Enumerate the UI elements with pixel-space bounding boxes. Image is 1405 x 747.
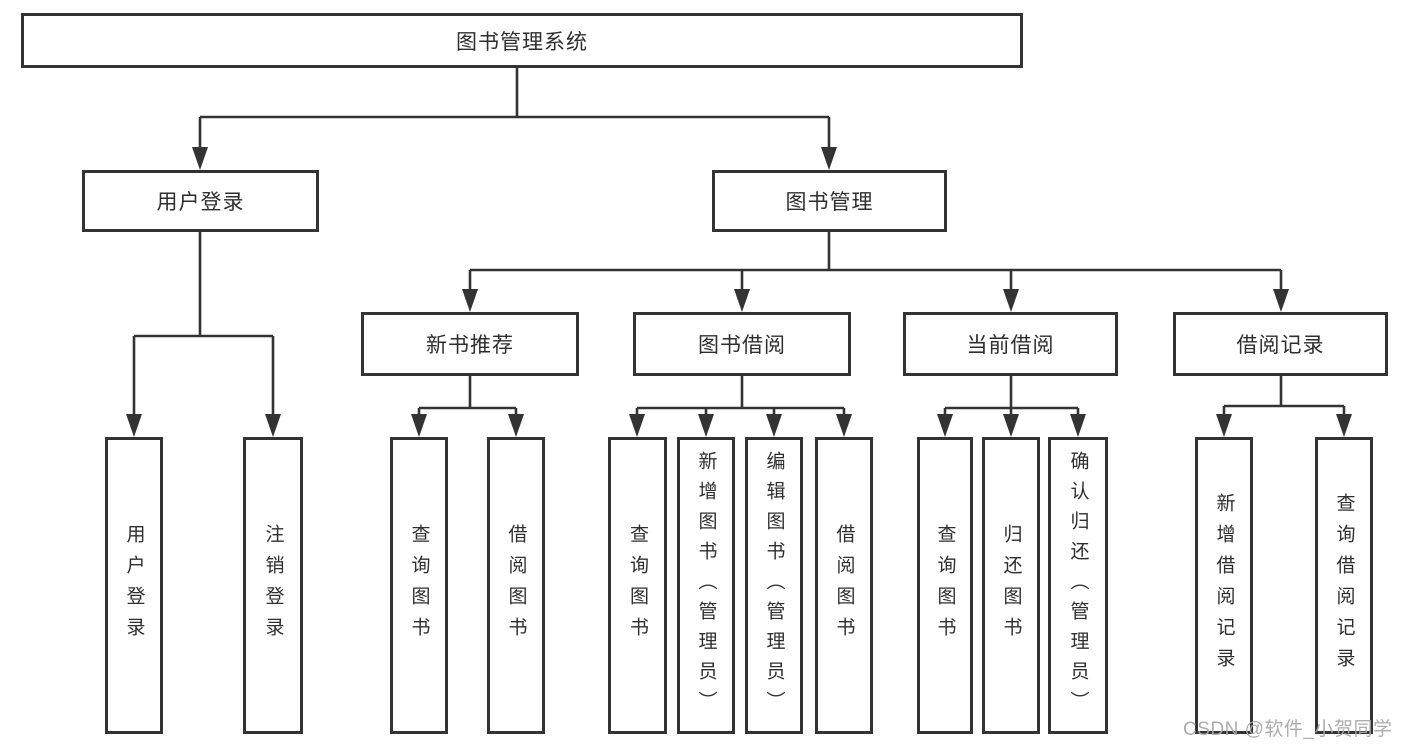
- node-label: 确认归还（管理员）: [1067, 450, 1089, 721]
- node-new-book-recommendation: 新书推荐: [361, 312, 579, 376]
- node-label: 图书管理: [785, 191, 874, 214]
- node-leaf-logout: 注销登录: [243, 437, 303, 734]
- node-leaf-query-books: 查询图书: [608, 437, 667, 734]
- node-label: 借阅图书: [505, 523, 527, 648]
- node-book-borrowing: 图书借阅: [633, 312, 851, 376]
- node-label: 查询图书: [408, 523, 430, 648]
- node-leaf-query-books: 查询图书: [390, 437, 448, 734]
- node-leaf-return-books: 归还图书: [982, 437, 1040, 734]
- node-leaf-borrow-books: 借阅图书: [487, 437, 545, 734]
- node-label: 图书借阅: [698, 334, 786, 357]
- node-label: 查询图书: [627, 523, 648, 648]
- node-label: 借阅记录: [1236, 334, 1325, 357]
- node-leaf-query-books: 查询图书: [917, 437, 973, 734]
- node-label: 当前借阅: [966, 334, 1055, 357]
- node-leaf-confirm-return-admin: 确认归还（管理员）: [1048, 437, 1108, 734]
- node-label: 用户登录: [123, 523, 145, 648]
- node-borrowing-records: 借阅记录: [1173, 312, 1388, 376]
- node-leaf-edit-books-admin: 编辑图书（管理员）: [745, 437, 803, 734]
- node-label: 编辑图书（管理员）: [763, 450, 785, 721]
- node-label: 借阅图书: [833, 523, 855, 648]
- node-label: 查询图书: [934, 523, 956, 648]
- node-leaf-query-borrow-record: 查询借阅记录: [1315, 437, 1373, 734]
- node-book-management-branch: 图书管理: [712, 170, 947, 232]
- node-label: 归还图书: [1000, 523, 1022, 648]
- node-label: 注销登录: [262, 523, 284, 648]
- node-current-borrowing: 当前借阅: [903, 312, 1118, 376]
- node-library-management-system: 图书管理系统: [21, 13, 1023, 68]
- node-label: 新增借阅记录: [1213, 492, 1235, 679]
- node-leaf-add-borrow-record: 新增借阅记录: [1195, 437, 1253, 734]
- node-label: 新书推荐: [426, 334, 514, 357]
- csdn-watermark: CSDN @软件_小贺同学: [1183, 719, 1393, 740]
- node-leaf-add-books-admin: 新增图书（管理员）: [677, 437, 735, 734]
- node-label: 新增图书（管理员）: [695, 450, 717, 721]
- node-leaf-user-login: 用户登录: [105, 437, 163, 734]
- node-label: 图书管理系统: [456, 30, 588, 54]
- node-leaf-borrow-books: 借阅图书: [815, 437, 873, 734]
- node-label: 用户登录: [156, 191, 245, 214]
- node-label: 查询借阅记录: [1333, 492, 1355, 679]
- node-user-login-branch: 用户登录: [82, 170, 319, 232]
